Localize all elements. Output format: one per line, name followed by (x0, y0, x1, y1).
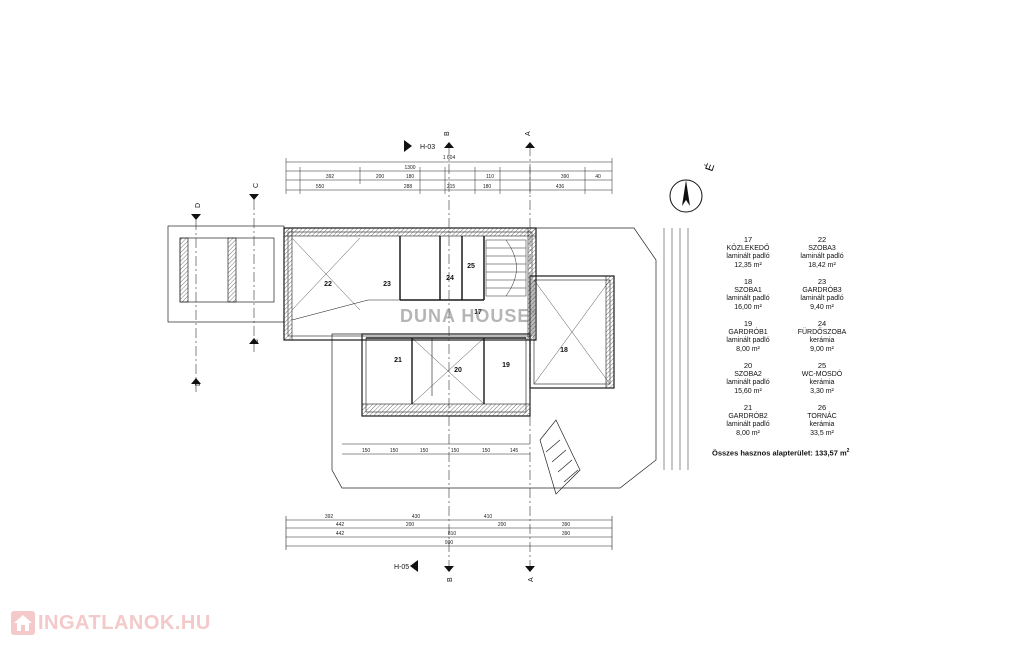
room-number: 24 (446, 275, 454, 282)
inner-dimension-text: 150 150 150 150 150 145 (362, 448, 519, 454)
svg-text:1 604: 1 604 (443, 155, 456, 161)
room-number: 19 (502, 362, 510, 369)
legend-entry: 21 GARDRÓB2 laminált padló 8,00 m² (726, 403, 770, 437)
legend-entry: 22 SZOBA3 laminált padló 18,42 m² (800, 235, 844, 269)
top-dimension-lines (285, 158, 613, 194)
roof-outline (331, 227, 657, 495)
svg-text:550: 550 (316, 184, 325, 190)
svg-text:392: 392 (325, 514, 334, 520)
svg-text:200: 200 (498, 522, 507, 528)
inner-dimension-row (342, 443, 530, 455)
room-number: 20 (454, 367, 462, 374)
site-logo[interactable]: INGATLANOK.HU (10, 608, 211, 638)
right-wing (529, 275, 615, 389)
room-number: 21 (394, 357, 402, 364)
logo-text: INGATLANOK.HU (38, 611, 211, 634)
svg-text:200: 200 (406, 522, 415, 528)
legend-entry: 25 WC-MOSDÓ kerámia 3,30 m² (801, 361, 843, 395)
room-number: 17 (474, 309, 482, 316)
svg-text:410: 410 (484, 514, 493, 520)
section-label-b-top: B (444, 131, 451, 136)
svg-text:436: 436 (556, 184, 565, 190)
section-label-a-top: A (525, 131, 532, 136)
legend-entry: 19 GARDRÓB1 laminált padló 8,00 m² (726, 319, 770, 353)
watermark: DUNA HOUSE® (400, 306, 537, 326)
svg-text:430: 430 (412, 514, 421, 520)
north-arrow-icon (669, 179, 703, 213)
svg-text:442: 442 (336, 522, 345, 528)
legend-entry: 20 SZOBA2 laminált padló 15,60 m² (726, 361, 770, 395)
room-number: 25 (467, 263, 475, 270)
svg-text:180: 180 (406, 174, 415, 180)
legend-entry: 17 KÖZLEKEDŐ laminált padló 12,35 m² (726, 235, 770, 269)
svg-text:215: 215 (447, 184, 456, 190)
section-marker-labels: H-03 H-05 B A B A C C D D (195, 131, 535, 582)
lower-building (361, 333, 531, 417)
svg-text:150: 150 (362, 448, 371, 454)
svg-text:392: 392 (326, 174, 335, 180)
svg-text:200: 200 (376, 174, 385, 180)
room-number: 18 (560, 347, 568, 354)
north-label: É (703, 162, 718, 173)
legend-entry: 26 TORNÁC kerámia 33,5 m² (807, 403, 837, 437)
svg-text:390: 390 (561, 174, 570, 180)
legend-entry: 24 FÜRDŐSZOBA kerámia 9,00 m² (797, 319, 847, 353)
right-dimension-lines (663, 228, 689, 470)
svg-text:288: 288 (404, 184, 413, 190)
section-markers (191, 140, 535, 572)
total-area: Összes hasznos alapterület: 133,57 m2 (712, 448, 850, 458)
svg-text:150: 150 (390, 448, 399, 454)
svg-text:810: 810 (448, 531, 457, 537)
svg-text:110: 110 (486, 174, 494, 180)
svg-text:150: 150 (420, 448, 429, 454)
section-label-c-mid: C (253, 339, 260, 344)
legend-entry: 18 SZOBA1 laminált padló 16,00 m² (726, 277, 770, 311)
svg-text:442: 442 (336, 531, 345, 537)
house-icon (11, 611, 35, 635)
left-porch (167, 225, 285, 323)
svg-text:40: 40 (595, 174, 601, 180)
section-label-h03: H-03 (420, 144, 435, 151)
svg-text:150: 150 (451, 448, 460, 454)
room-numbers: 22 23 24 25 17 21 20 19 18 (324, 263, 568, 374)
upper-building (283, 227, 537, 341)
section-lines (195, 146, 531, 572)
svg-text:390: 390 (562, 531, 571, 537)
section-label-a-bottom: A (528, 577, 535, 582)
svg-text:145: 145 (510, 448, 519, 454)
svg-text:180: 180 (483, 184, 492, 190)
section-label-d-top: D (195, 203, 202, 208)
svg-text:390: 390 (562, 522, 571, 528)
legend-entry: 23 GARDRÓB3 laminált padló 9,40 m² (800, 277, 844, 311)
room-number: 23 (383, 281, 391, 288)
section-label-h05: H-05 (394, 564, 409, 571)
svg-text:1300: 1300 (404, 165, 415, 171)
staircase (485, 239, 527, 297)
room-number: 22 (324, 281, 332, 288)
section-label-c-top: C (253, 183, 260, 188)
section-label-b-bottom: B (447, 577, 454, 582)
section-label-d-bottom: D (195, 381, 202, 386)
svg-text:150: 150 (482, 448, 491, 454)
